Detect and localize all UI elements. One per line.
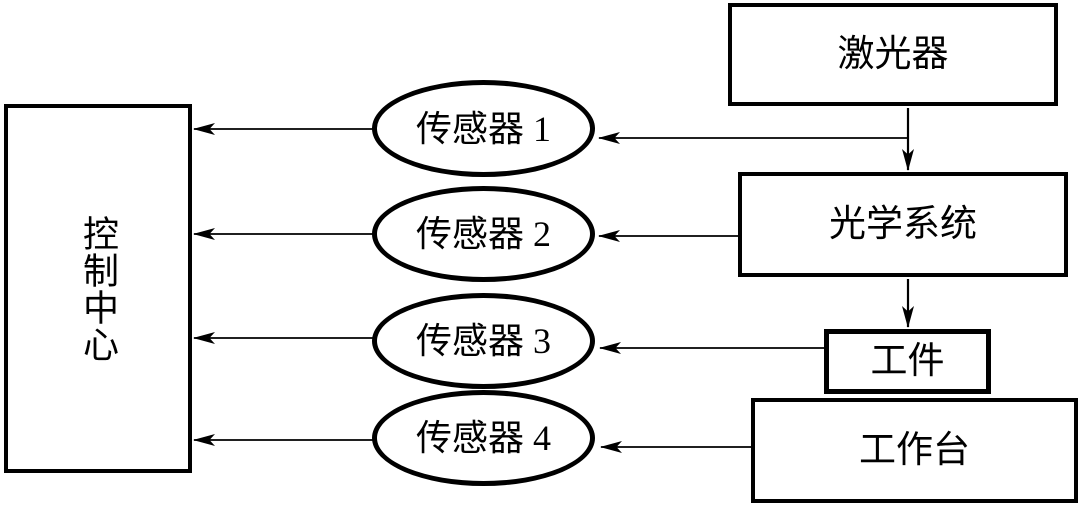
diagram-node-sensor-3: 传感器 3	[372, 293, 595, 389]
sensor-4-label: 传感器 4	[415, 418, 551, 458]
diagram-node-optical-system: 光学系统	[738, 172, 1068, 277]
sensor-1-label: 传感器 1	[415, 108, 551, 149]
diagram-node-worktable: 工作台	[751, 398, 1078, 503]
diagram-node-sensor-2: 传感器 2	[372, 186, 595, 282]
optical-system-label: 光学系统	[829, 204, 977, 245]
diagram-node-sensor-4: 传感器 4	[372, 390, 595, 486]
diagram-node-control-center: 控制中心	[4, 104, 192, 473]
diagram-node-workpiece: 工件	[824, 329, 991, 394]
worktable-label: 工作台	[859, 430, 970, 471]
workpiece-label: 工件	[870, 341, 945, 382]
diagram-node-laser: 激光器	[728, 3, 1058, 106]
sensor-2-label: 传感器 2	[415, 214, 551, 254]
diagram-node-sensor-1: 传感器 1	[372, 80, 595, 177]
sensor-3-label: 传感器 3	[415, 321, 551, 361]
laser-label: 激光器	[837, 34, 949, 75]
control-center-label: 控制中心	[78, 214, 118, 363]
